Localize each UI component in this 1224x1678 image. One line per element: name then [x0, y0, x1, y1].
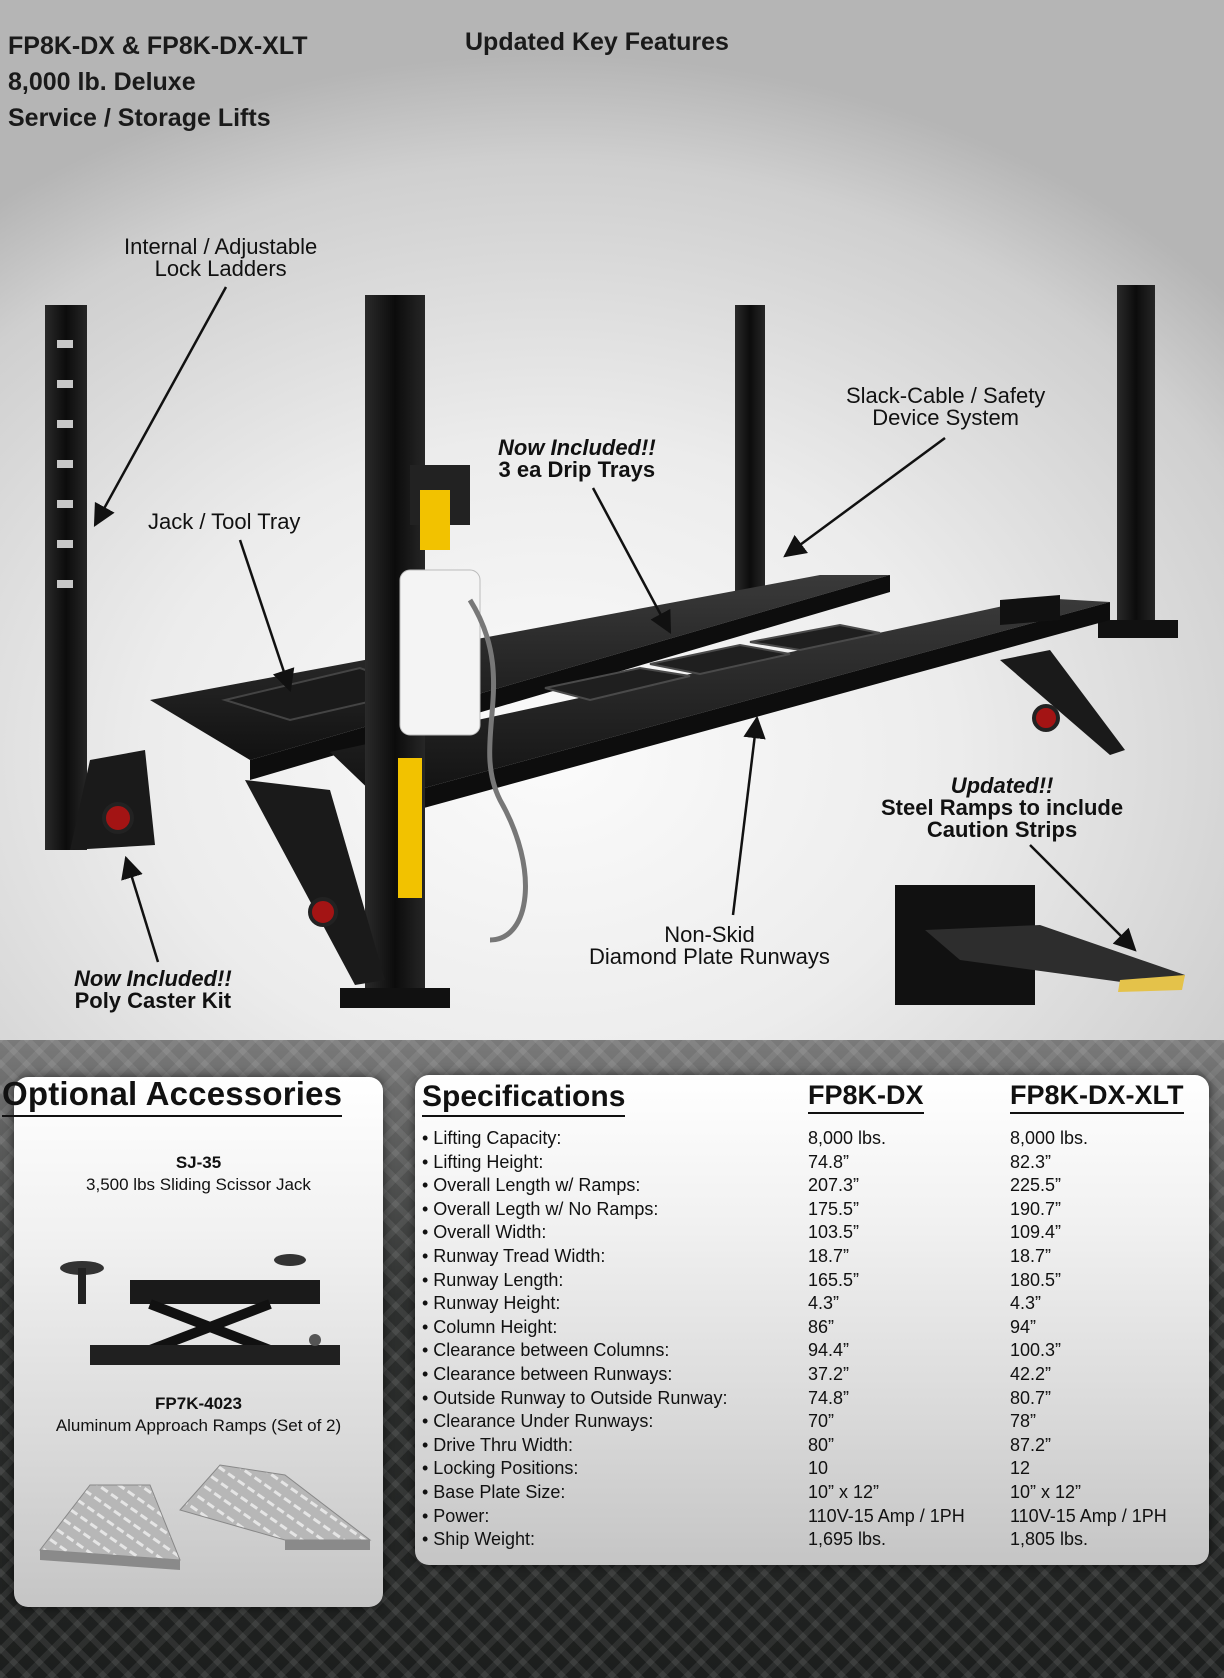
spec-label: • Overall Width: — [422, 1222, 547, 1243]
callout-slack-cable: Slack-Cable / Safety Device System — [846, 383, 1046, 430]
spec-value-xlt: 100.3” — [1010, 1340, 1062, 1361]
page-subtitle: Updated Key Features — [465, 28, 729, 56]
spec-value-xlt: 4.3” — [1010, 1293, 1042, 1314]
warning-label — [398, 758, 422, 898]
spec-value-dx: 94.4” — [808, 1340, 850, 1361]
callout-caster-kit: Now Included!! Poly Caster Kit — [74, 966, 232, 1013]
spec-value-xlt: 87.2” — [1010, 1434, 1052, 1455]
spec-label: • Runway Tread Width: — [422, 1246, 606, 1266]
page-title: FP8K-DX & FP8K-DX-XLT 8,000 lb. Deluxe S… — [8, 32, 308, 132]
fluid-reservoir — [399, 569, 481, 736]
spec-value-dx: 18.7” — [808, 1246, 850, 1266]
spec-value-dx: 37.2” — [808, 1364, 850, 1384]
spec-label: • Overall Legth w/ No Ramps: — [422, 1198, 659, 1219]
accessory-code: FP7K-4023 — [155, 1394, 242, 1413]
spec-value-xlt: 109.4” — [1010, 1222, 1062, 1243]
spec-label: • Locking Positions: — [422, 1458, 579, 1479]
far-right-post — [1117, 285, 1155, 630]
spec-label: • Runway Length: — [422, 1269, 564, 1290]
spec-value-dx: 175.5” — [808, 1198, 860, 1219]
right-runway — [330, 598, 1110, 800]
accessory-code: SJ-35 — [175, 1153, 222, 1172]
spec-value-dx: 70” — [808, 1411, 835, 1432]
callout-drip-trays: Now Included!! 3 ea Drip Trays — [498, 435, 656, 482]
right-ramp — [1000, 650, 1125, 755]
spec-value-dx: 74.8” — [808, 1387, 850, 1408]
spec-label: • Drive Thru Width: — [422, 1434, 574, 1455]
spec-value-dx: 207.3” — [808, 1175, 860, 1196]
spec-value-xlt: 8,000 lbs. — [1010, 1128, 1089, 1148]
specs-col-xlt: FP8K-DX-XLT — [1010, 1080, 1184, 1114]
spec-value-xlt: 42.2” — [1010, 1364, 1052, 1384]
spec-value-dx: 86” — [808, 1316, 835, 1337]
spec-value-xlt: 78” — [1010, 1411, 1037, 1432]
caster-wheel-front — [308, 897, 338, 927]
left-runway — [150, 575, 890, 760]
spec-value-xlt: 82.3” — [1010, 1151, 1052, 1172]
left-post — [45, 305, 87, 850]
accessory-item: FP7K-4023 Aluminum Approach Ramps (Set o… — [14, 1393, 383, 1437]
lift-illustration — [45, 285, 1185, 1008]
spec-value-xlt: 94” — [1010, 1316, 1037, 1337]
spec-label: • Runway Height: — [422, 1293, 561, 1314]
spec-value-dx: 74.8” — [808, 1151, 850, 1172]
spec-value-dx: 1,695 lbs. — [808, 1529, 887, 1550]
accessory-desc: 3,500 lbs Sliding Scissor Jack — [86, 1175, 311, 1194]
spec-value-dx: 4.3” — [808, 1293, 840, 1314]
spec-value-xlt: 180.5” — [1010, 1269, 1062, 1290]
spec-label: • Base Plate Size: — [422, 1482, 566, 1502]
spec-label: • Clearance Under Runways: — [422, 1411, 654, 1432]
spec-value-dx: 80” — [808, 1434, 835, 1455]
specs-title: Specifications — [422, 1080, 626, 1117]
spec-value-xlt: 80.7” — [1010, 1387, 1052, 1408]
spec-value-dx: 10” x 12” — [808, 1482, 880, 1502]
accessory-desc: Aluminum Approach Ramps (Set of 2) — [55, 1416, 342, 1435]
front-left-ramp — [245, 780, 385, 985]
spec-label: • Power: — [422, 1505, 490, 1526]
spec-label: • Column Height: — [422, 1316, 558, 1337]
scissor-jack-image — [60, 1254, 340, 1365]
callout-lock-ladders: Internal / Adjustable Lock Ladders — [124, 234, 318, 281]
spec-value-xlt: 1,805 lbs. — [1010, 1529, 1089, 1550]
spec-value-dx: 103.5” — [808, 1222, 860, 1243]
spec-label: • Clearance between Runways: — [422, 1364, 673, 1384]
approach-ramps-image — [39, 1464, 372, 1570]
specs-col-dx: FP8K-DX — [808, 1080, 924, 1114]
spec-label: • Lifting Height: — [422, 1151, 544, 1172]
back-right-post — [735, 305, 765, 595]
spec-label: • Lifting Capacity: — [422, 1128, 562, 1148]
spec-label: • Overall Length w/ Ramps: — [422, 1175, 641, 1196]
spec-label: • Outside Runway to Outside Runway: — [422, 1387, 728, 1408]
spec-value-dx: 165.5” — [808, 1269, 860, 1290]
spec-value-xlt: 12 — [1010, 1458, 1031, 1479]
callout-runways: Non-Skid Diamond Plate Runways — [589, 922, 830, 969]
accessory-item: SJ-35 3,500 lbs Sliding Scissor Jack — [14, 1152, 383, 1196]
specifications-panel — [415, 1075, 1209, 1565]
spec-value-dx: 110V-15 Amp / 1PH — [808, 1505, 965, 1526]
spec-value-dx: 8,000 lbs. — [808, 1128, 887, 1148]
spec-value-xlt: 110V-15 Amp / 1PH — [1010, 1505, 1167, 1526]
spec-value-xlt: 18.7” — [1010, 1246, 1052, 1266]
callout-steel-ramps: Updated!! Steel Ramps to include Caution… — [881, 773, 1124, 842]
spec-value-dx: 10 — [808, 1458, 829, 1479]
caster-wheel-right — [1032, 704, 1060, 732]
spec-value-xlt: 225.5” — [1010, 1175, 1062, 1196]
spec-value-xlt: 190.7” — [1010, 1198, 1062, 1219]
spec-label: • Ship Weight: — [422, 1529, 536, 1550]
accessories-title: Optional Accessories — [2, 1075, 343, 1117]
caster-wheel-left — [102, 802, 134, 834]
callout-jack-tray: Jack / Tool Tray — [148, 509, 301, 534]
spec-label: • Clearance between Columns: — [422, 1340, 670, 1361]
spec-value-xlt: 10” x 12” — [1010, 1482, 1082, 1502]
